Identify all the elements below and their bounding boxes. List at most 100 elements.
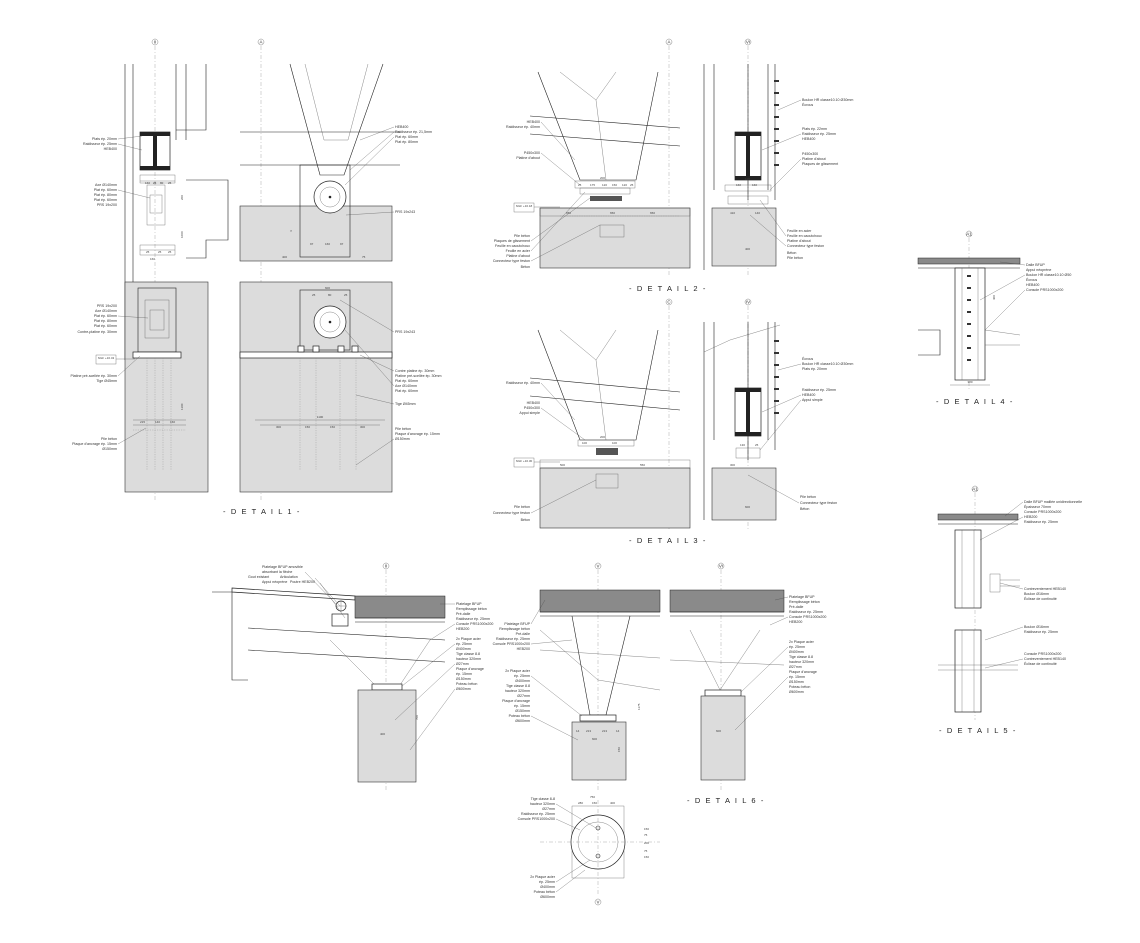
- label: Appui simple: [802, 398, 823, 402]
- label: Contre platine ép. 30mm: [395, 369, 434, 373]
- label: Raidisseur ép. 25mm: [521, 812, 555, 816]
- axis-label-d6-c: VI: [719, 564, 723, 569]
- dim: 97: [340, 242, 344, 246]
- dim: 150: [644, 827, 649, 831]
- label: Raidisseur ép. 21,5mm: [395, 130, 432, 134]
- detail-2: A VI: [493, 38, 853, 293]
- label: HEB400: [527, 401, 540, 405]
- label: Contreventement HEB140: [1024, 657, 1066, 661]
- label: PRS 19x200: [97, 304, 117, 308]
- label: Plaques de glissement: [802, 162, 838, 166]
- axis-label-d3-right: IV: [746, 300, 750, 305]
- dim: 200: [600, 176, 605, 180]
- label: Tige classe 8.8: [456, 652, 480, 656]
- label: Feuille en caoutchouc: [787, 234, 822, 238]
- label: HEB200: [789, 620, 802, 624]
- detail-6-labels-right: Platelage BFUP Remplissage béton Pré-dal…: [734, 595, 826, 731]
- detail-3-labels-right: Écrous Boulon HR classe10.10 Ø30mm Plats…: [747, 356, 853, 511]
- dim: 280: [578, 801, 583, 805]
- label: Raidisseur ép. 25mm: [1024, 630, 1058, 634]
- label: Platine pré-scellée ép. 30mm: [395, 374, 442, 378]
- label: Épaisseur 70mm: [1024, 504, 1051, 509]
- concrete-pier-d3: [539, 467, 691, 529]
- dim: 140: [155, 420, 160, 424]
- level-text: NGF +16.43: [98, 356, 115, 360]
- dim: 100: [582, 441, 587, 445]
- dim: 130: [740, 443, 745, 447]
- label: Tige classe 8-8: [531, 797, 555, 801]
- label: Connecteur type feston: [787, 244, 824, 248]
- label: ép. 15mm: [456, 672, 472, 676]
- label: Plat ép. 60mm: [395, 379, 418, 383]
- label: Ø400mm: [540, 885, 555, 889]
- dim: 160: [736, 183, 741, 187]
- dim: 80: [160, 181, 164, 185]
- label: Béton: [800, 507, 809, 511]
- label: Plaque d'ancrage ép. 15mm: [72, 442, 117, 446]
- label: HEB400: [527, 120, 540, 124]
- detail-6-labels-top: Platelage BFUP amovible absorbant la flè…: [248, 565, 346, 619]
- label: Pré-dalle: [456, 612, 470, 616]
- label: Remplissage béton: [456, 607, 487, 611]
- label: Plaque d'ancrage ép. 15mm: [395, 432, 440, 436]
- concrete-pier: [124, 281, 209, 493]
- axis-label-d3-left: C: [667, 300, 671, 305]
- label: Plaques de glissement: [494, 239, 530, 243]
- label: HEB400: [395, 125, 408, 129]
- label: Ø400mm: [515, 679, 530, 683]
- label: Pile béton: [514, 505, 530, 509]
- dim: 25: [578, 183, 582, 187]
- dim: 650: [566, 211, 571, 215]
- label: Axe Ø140mm: [95, 309, 117, 313]
- dim: 150: [617, 747, 621, 752]
- dim: 150: [644, 855, 649, 859]
- label: Tige classe 8.8: [506, 684, 530, 688]
- concrete-pier-d2-right: [711, 207, 777, 267]
- axis-label-d2-left: A: [667, 40, 670, 45]
- label: P450x300: [524, 151, 540, 155]
- label: Platine d'about: [516, 156, 540, 160]
- dim: 215: [140, 420, 145, 424]
- label: Console PRS1000x200: [518, 817, 555, 821]
- axis-label-d1-left: II: [154, 40, 157, 45]
- dim: 1100: [180, 403, 184, 410]
- dim: 120: [602, 183, 607, 187]
- detail-5-labels: Dalle BFUP maillée unidirectionnelle Épa…: [979, 500, 1082, 669]
- concrete-post-d6-left: [357, 689, 417, 783]
- label: Platine d'about: [506, 254, 530, 258]
- detail-2-labels-left: HEB400 Raidisseur ép. 40mm P450x300 Plat…: [493, 120, 601, 269]
- column-d5-lower: [954, 629, 982, 713]
- dim: 600: [716, 729, 721, 733]
- label: ép. 25mm: [539, 880, 555, 884]
- detail-3-dimensions: 100 100 200 500 550 130 25 300 600: [560, 435, 759, 509]
- label: Pile béton: [101, 437, 117, 441]
- bfup-slab-d6-right: [669, 589, 785, 613]
- detail-4-title: - D E T A I L 4 -: [936, 397, 1014, 406]
- concrete-post-d6-right: [700, 695, 746, 781]
- dim: 150: [305, 425, 310, 429]
- dim: 140: [755, 211, 760, 215]
- label: Axe Ø140mm: [95, 183, 117, 187]
- label: Gout existant: [248, 575, 269, 579]
- dim: 175: [590, 183, 595, 187]
- axis-label-d6-a: II: [385, 564, 388, 569]
- label: 2x Plaque acier: [456, 637, 482, 641]
- bfup-panel-movable: [231, 587, 356, 601]
- label: Ø600mm: [456, 687, 471, 691]
- bolt-row: [774, 340, 779, 414]
- label: Axe Ø140mm: [395, 384, 417, 388]
- label: Ø27mm: [517, 694, 530, 698]
- detail-1-labels-right: HEB400 Raidisseur ép. 21,5mm Plat ép. 60…: [339, 125, 442, 466]
- detail-6-plan: V: [540, 800, 660, 906]
- detail-5-title: - D E T A I L 5 -: [939, 726, 1017, 735]
- label: 2x Plaque acier: [789, 640, 815, 644]
- label: Feuille en caoutchouc: [495, 244, 530, 248]
- label: Console PRS1000x200: [789, 615, 826, 619]
- detail-1-right-elevation: [239, 63, 400, 493]
- label: Plat ép. 60mm: [395, 135, 418, 139]
- dim: 400: [992, 295, 996, 300]
- dim: 700: [415, 715, 419, 720]
- axis-bubble: [151, 38, 159, 46]
- label: Platelage BFUP: [789, 595, 815, 599]
- bolt-column: [967, 275, 971, 361]
